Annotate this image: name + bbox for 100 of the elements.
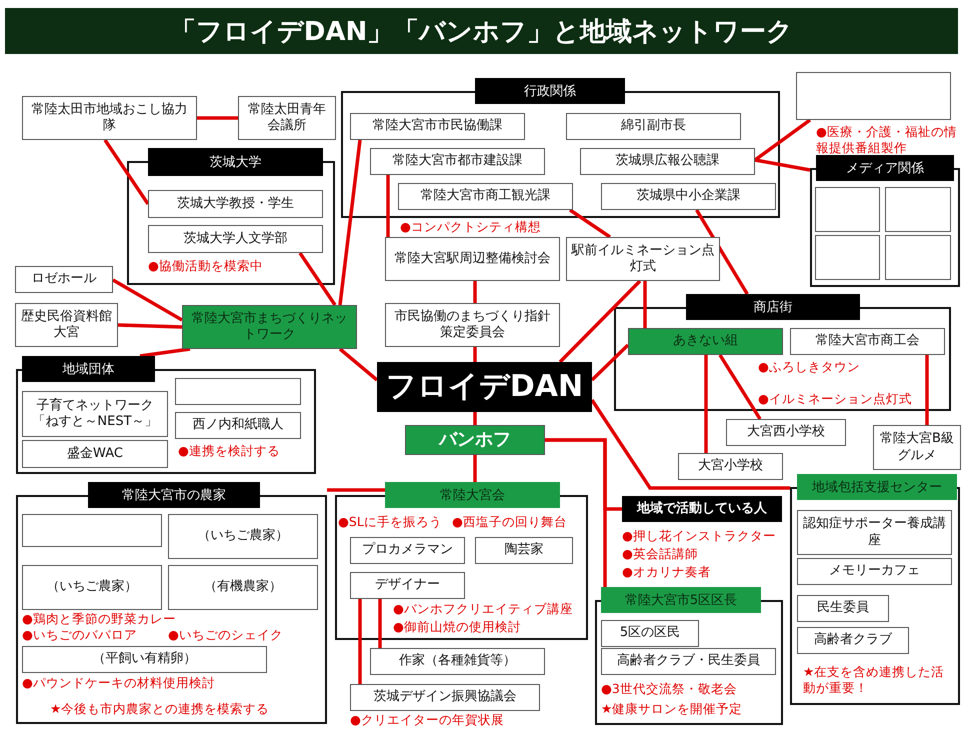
group-panel — [335, 482, 588, 640]
group-heading: メディア関係 — [816, 155, 954, 181]
note-text: ★在支を含め連携した活動が重要！ — [803, 664, 946, 696]
note-text: ●SLに手を振ろう — [338, 514, 442, 530]
note-text: ●パウンドケーキの材料使用検討 — [22, 675, 215, 692]
org-box: 民生委員 — [797, 595, 889, 622]
org-box: プロカメラマン — [350, 537, 465, 564]
connector-line — [104, 139, 150, 205]
note-text: ●いちごのシェイク — [168, 627, 283, 644]
blank-box — [815, 235, 880, 280]
connector-line — [754, 118, 812, 162]
group-heading: 茨城大学 — [148, 148, 323, 176]
blank-box — [885, 187, 951, 232]
org-box: 常陸大宮市商工観光課 — [398, 183, 573, 210]
note-text: ★今後も市内農家との連携を模索する — [50, 701, 270, 718]
note-text: ●医療・介護・福祉の情報提供番組製作 — [816, 124, 958, 156]
connector-line — [473, 281, 477, 303]
org-box: 綿引副市長 — [566, 113, 741, 140]
org-box: バンホフ — [405, 425, 545, 455]
group-heading: 常陸大宮市の農家 — [88, 482, 260, 508]
group-panel — [810, 155, 960, 287]
blank-box — [796, 72, 951, 120]
org-box: デザイナー — [350, 572, 465, 599]
connector-line — [327, 488, 385, 492]
group-panel — [16, 482, 327, 724]
title: 「フロイデDAN」「バンホフ」と地域ネットワーク — [5, 8, 958, 54]
connector-line — [473, 347, 477, 362]
note-text: ●コンパクトシティ構想 — [400, 219, 541, 236]
group-panel — [16, 356, 316, 474]
blank-box — [815, 187, 880, 232]
note-text: ●鶏肉と季節の野菜カレー — [22, 611, 176, 628]
org-box: 作家（各種雑貨等） — [370, 648, 545, 675]
note-text: ●英会話講師 — [622, 546, 698, 562]
connector-line — [695, 209, 749, 295]
connector-line — [338, 140, 362, 306]
note-text: ●クリエイターの年賀状展 — [350, 712, 504, 728]
connector-line — [386, 175, 390, 237]
blank-box — [22, 514, 162, 547]
org-box: 茨城県広報公聴課 — [580, 148, 755, 175]
org-box: フロイデDAN — [377, 362, 592, 412]
connector-line — [338, 348, 378, 382]
note-text: ●ふろしきタウン — [758, 359, 860, 376]
org-box: 盛金WAC — [22, 440, 168, 468]
note-text: ●イルミネーション点灯式 — [758, 391, 912, 408]
connector-line — [925, 355, 929, 425]
connector-line — [197, 116, 238, 120]
org-box: （平飼い有精卵） — [22, 646, 267, 673]
org-box: 子育てネットワーク「ねすと～NEST～」 — [22, 391, 168, 437]
group-heading: 商店街 — [686, 294, 860, 320]
org-box: 常陸大宮市商工会 — [790, 328, 945, 355]
org-box: ロゼホール — [15, 266, 113, 293]
note-text: ●オカリナ奏者 — [622, 564, 711, 580]
org-box: 西ノ内和紙職人 — [175, 412, 301, 439]
group-heading: 行政関係 — [475, 78, 625, 104]
org-box: 地域で活動している人 — [622, 496, 782, 522]
connector-line — [473, 412, 477, 425]
org-box: 茨城デザイン振興協議会 — [350, 684, 540, 711]
org-box: 常陸大宮駅周辺整備検討会 — [385, 237, 560, 281]
group-panel — [790, 474, 960, 705]
group-panel — [341, 78, 780, 218]
note-text: ●西塩子の回り舞台 — [452, 514, 567, 530]
group-panel — [127, 148, 335, 285]
connector-line — [704, 355, 708, 453]
connector-line — [569, 208, 611, 238]
note-text: ●御前山焼の使用検討 — [393, 619, 521, 636]
connector-line — [112, 278, 183, 322]
connector-line — [378, 599, 382, 648]
org-box: 常陸大宮B級グルメ — [873, 425, 961, 470]
group-heading: 地域包括支援センター — [797, 474, 957, 500]
connector-line — [545, 438, 607, 587]
connector-line — [298, 252, 336, 306]
blank-box — [175, 378, 301, 405]
org-box: 大宮小学校 — [678, 453, 783, 480]
org-box: （いちご農家） — [168, 514, 318, 559]
connector-line — [473, 455, 477, 482]
org-box: メモリーカフェ — [797, 558, 952, 585]
group-panel — [614, 294, 951, 411]
note-text: ★健康サロンを開催予定 — [601, 701, 742, 718]
connector-line — [718, 354, 762, 420]
note-text: ●連携を検討する — [178, 443, 280, 460]
org-box: 高齢者クラブ — [797, 627, 909, 654]
org-box: 常陸大宮市まちづくりネットワーク — [182, 305, 357, 349]
connector-line — [558, 280, 642, 364]
blank-box — [885, 235, 951, 280]
group-heading: 常陸大宮市5区区長 — [601, 587, 761, 613]
group-heading: 常陸大宮会 — [385, 482, 560, 508]
org-box: 高齢者クラブ・民生委員 — [601, 648, 776, 675]
connector-line — [643, 281, 647, 328]
org-box: 茨城県中小企業課 — [601, 183, 776, 210]
org-box: 駅前イルミネーション点灯式 — [566, 237, 720, 281]
org-box: （いちご農家） — [22, 565, 162, 610]
org-box: 茨城大学教授・学生 — [148, 190, 323, 218]
connector-line — [590, 344, 630, 382]
org-box: 市民協働のまちづくり指針策定委員会 — [385, 303, 560, 347]
note-text: ●バンホフクリエイティブ講座 — [393, 601, 573, 618]
note-text: ●押し花インストラクター — [622, 528, 776, 544]
note-text: ●協働活動を模索中 — [148, 258, 263, 274]
connector-line — [140, 347, 190, 358]
org-box: 茨城大学人文学部 — [148, 225, 323, 253]
connector-line — [118, 323, 182, 329]
